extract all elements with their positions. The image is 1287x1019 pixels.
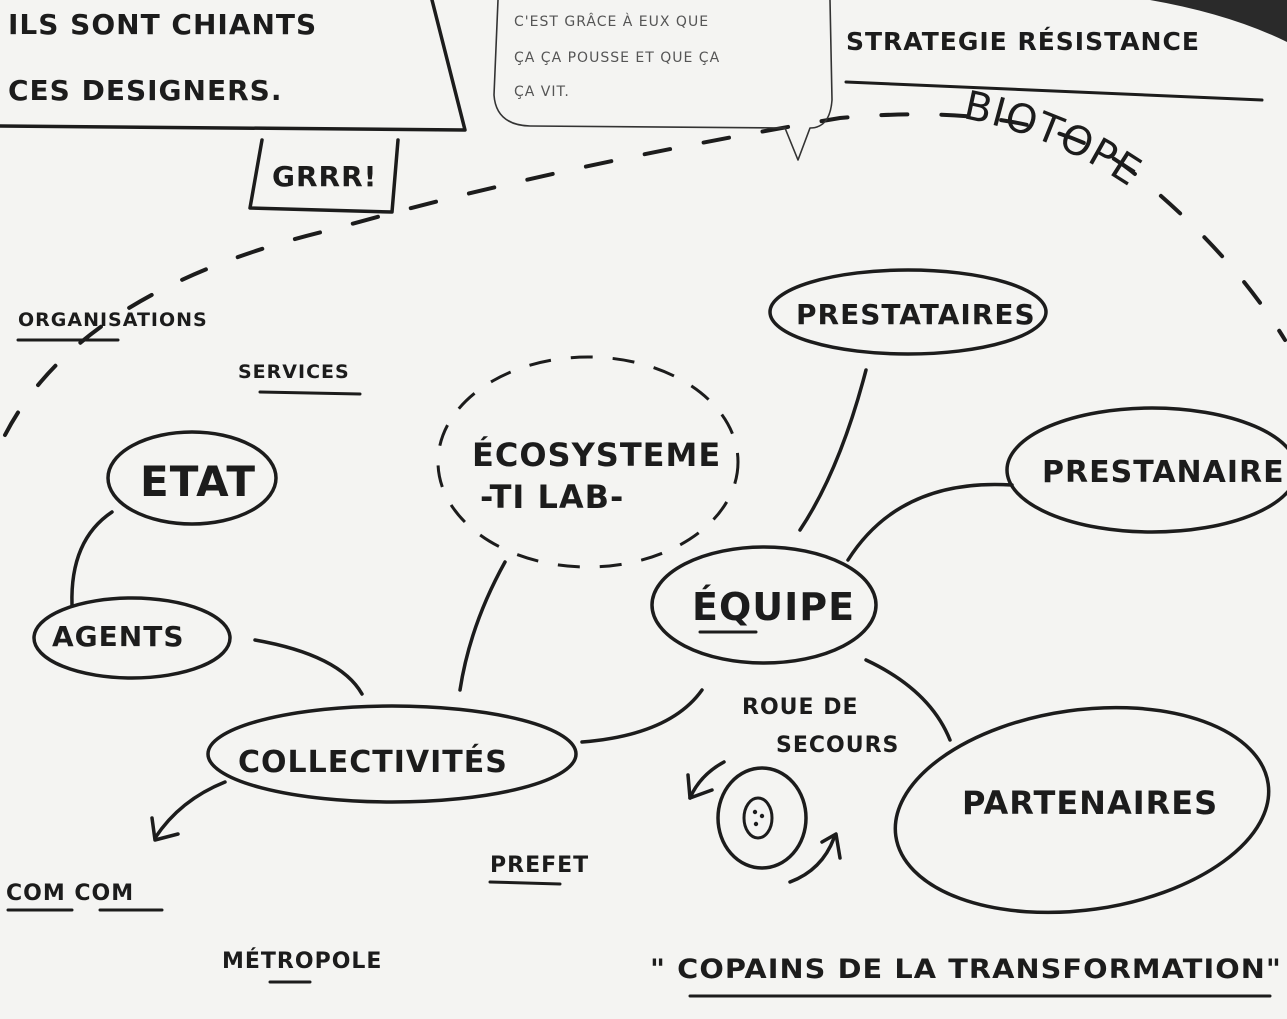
lifebuoy-center-icon	[742, 796, 774, 840]
roue-line-1: ROUE DE	[742, 695, 858, 720]
strategy-title: STRATEGIE RÉSISTANCE	[846, 27, 1200, 56]
speech-line-1: ILS SONT CHIANTS	[8, 8, 317, 41]
services-label: SERVICES	[238, 361, 350, 383]
edge-equipe-prestataires	[798, 368, 868, 532]
agents-label: AGENTS	[52, 620, 184, 653]
arrowhead-comcom	[150, 816, 180, 842]
node-equipe: ÉQUIPE	[650, 545, 878, 665]
ecosystem-line-1: ÉCOSYSTEME	[472, 436, 721, 474]
ecosystem-line-2: -TI LAB-	[480, 478, 624, 516]
node-collectivites: COLLECTIVITÉS	[206, 704, 578, 804]
partenaires-label: PARTENAIRES	[962, 784, 1218, 822]
prestataires-label: PRESTATAIRES	[796, 298, 1036, 331]
copains-banner: " COPAINS DE LA TRANSFORMATION"	[650, 954, 1282, 998]
corner-shadow	[1150, 0, 1287, 42]
node-prestanaire: PRESTANAIRE	[1005, 406, 1287, 534]
ecosystem-cloud-outline	[436, 355, 740, 569]
equipe-outline	[650, 545, 878, 665]
prestataires-outline	[768, 268, 1048, 356]
services-underline	[258, 390, 362, 396]
quote-bubble: C'EST GRÂCE À EUX QUE ÇA ÇA POUSSE ET QU…	[493, 0, 833, 161]
prestanaire-label: PRESTANAIRE	[1042, 455, 1285, 490]
collectivites-outline	[206, 704, 578, 804]
roue-de-secours: ROUE DE SECOURS	[686, 695, 899, 884]
quote-line-3: ÇA VIT.	[514, 84, 570, 100]
comcom-label: COM COM	[6, 881, 134, 906]
rotate-arrow-left-icon	[688, 760, 726, 800]
roue-line-2: SECOURS	[776, 733, 899, 758]
prestanaire-outline	[1005, 406, 1287, 534]
edge-ecosystem-collectivites	[458, 560, 507, 692]
prefet-label: PREFET	[490, 853, 589, 878]
speech-line-2: CES DESIGNERS.	[8, 74, 282, 107]
node-prestataires: PRESTATAIRES	[768, 268, 1048, 356]
equipe-label: ÉQUIPE	[692, 585, 855, 629]
biotope-boundary	[3, 112, 1287, 437]
copains-label: " COPAINS DE LA TRANSFORMATION"	[650, 954, 1282, 985]
lifebuoy-ring-icon	[716, 766, 808, 870]
edge-etat-agents	[70, 510, 114, 607]
biotope-label: BIOTOPE	[960, 83, 1150, 196]
node-partenaires: PARTENAIRES	[893, 705, 1271, 915]
organisations-label: ORGANISATIONS	[18, 309, 208, 331]
edge-collectivites-comcom	[153, 780, 227, 840]
quote-line-1: C'EST GRÂCE À EUX QUE	[514, 12, 709, 30]
etat-outline	[106, 430, 278, 526]
biotope-label-path: BIOTOPE	[960, 83, 1149, 196]
edge-equipe-prestanaire	[846, 482, 1014, 562]
metropole-label: MÉTROPOLE	[222, 948, 382, 974]
edge-equipe-partenaires	[864, 658, 952, 742]
connections	[70, 368, 1014, 842]
strategy-header: STRATEGIE RÉSISTANCE	[844, 27, 1264, 102]
node-agents: AGENTS	[32, 596, 232, 680]
edge-collectivites-equipe	[580, 688, 704, 744]
collectivites-label: COLLECTIVITÉS	[238, 744, 508, 780]
speech-bubble: ILS SONT CHIANTS CES DESIGNERS. GRRR!	[0, 0, 467, 214]
quote-line-2: ÇA ÇA POUSSE ET QUE ÇA	[514, 50, 720, 66]
etat-label: ETAT	[140, 457, 256, 506]
growl-text: GRRR!	[272, 160, 377, 193]
partenaires-outline	[893, 705, 1271, 915]
node-etat: ETAT	[106, 430, 278, 526]
prefet-underline	[488, 880, 562, 886]
rotate-arrow-right-icon	[788, 836, 836, 884]
node-ecosystem: ÉCOSYSTEME -TI LAB-	[436, 355, 740, 569]
agents-outline	[32, 596, 232, 680]
edge-agents-collectivites	[253, 638, 364, 696]
